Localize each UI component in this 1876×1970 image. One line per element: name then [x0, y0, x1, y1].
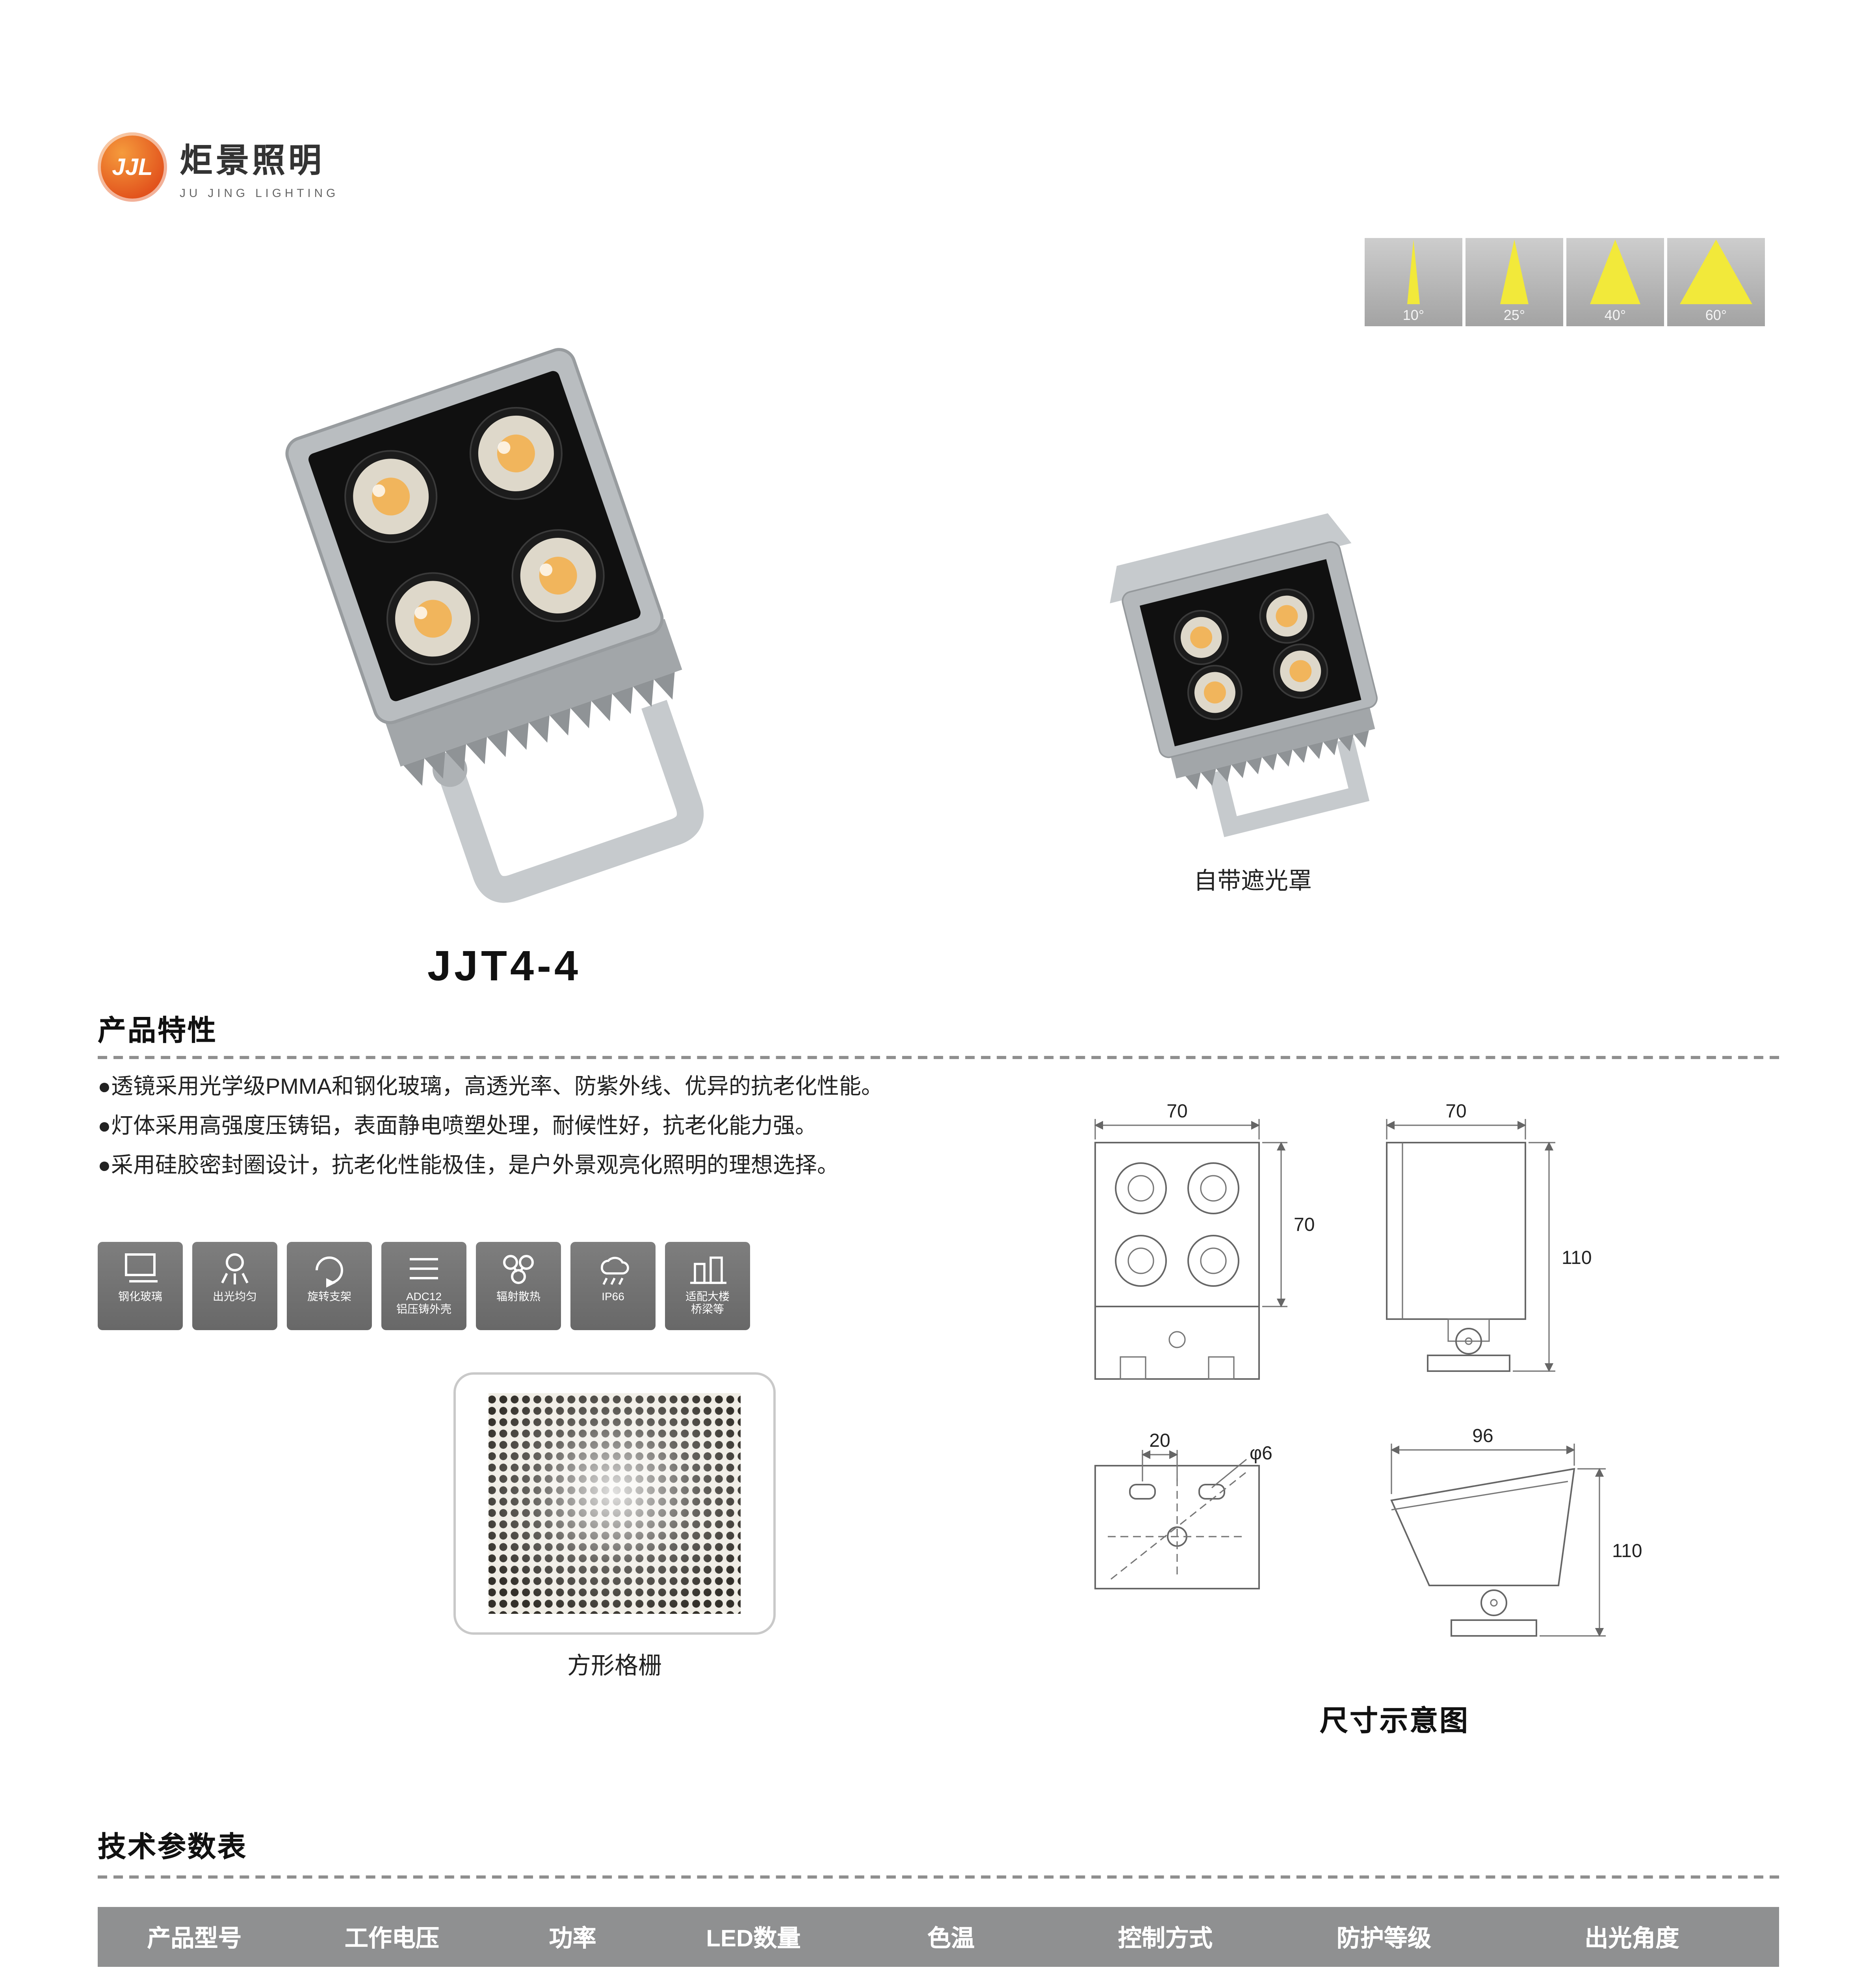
feature-badge-applications: 适配大楼 桥梁等 — [665, 1242, 750, 1330]
dim-plate-pitch: 20 — [1149, 1430, 1170, 1451]
shade-caption: 自带遮光罩 — [1193, 868, 1312, 895]
dim-hood-depth: 96 — [1472, 1425, 1493, 1446]
led-lenses — [1174, 588, 1328, 720]
beam-angle-icon-40deg: 40° — [1566, 238, 1664, 326]
spec-header-cell: LED数量 — [706, 1925, 801, 1952]
spec-header-cell: 产品型号 — [147, 1925, 242, 1952]
feature-badge-label: IP66 — [602, 1292, 624, 1303]
side-view-drawing: 70 110 — [1386, 1101, 1592, 1372]
spec-table-header: 产品型号 工作电压 功率 LED数量 色温 控制方式 防护等级 出光角度 — [98, 1907, 1779, 1967]
feature-bullet: ●透镜采用光学级PMMA和钢化玻璃，高透光率、防紫外线、优异的抗老化性能。 — [98, 1073, 883, 1098]
heat-sink-fins — [403, 672, 675, 786]
beam-angle-icon-60deg: 60° — [1667, 238, 1765, 326]
dim-hood-height: 110 — [1612, 1541, 1642, 1561]
beam-angle-label: 25° — [1503, 307, 1525, 323]
beam-angle-icons: 10° 25° 40° 60° — [1365, 238, 1765, 326]
product-photo-shaded — [1110, 513, 1378, 837]
mounting-bracket — [438, 700, 704, 903]
dimension-drawings: 70 70 70 110 — [1094, 1101, 1642, 1637]
dim-hole-dia: φ6 — [1250, 1443, 1272, 1464]
mounting-plate-drawing: 20 φ6 — [1094, 1430, 1272, 1589]
brand-name-cn: 炬景照明 — [180, 143, 325, 179]
section-title-features: 产品特性 — [98, 1015, 217, 1046]
tempered-glass-icon — [125, 1253, 158, 1282]
feature-badge-label: 旋转支架 — [307, 1292, 351, 1303]
beam-cone-icon — [1680, 240, 1752, 304]
feature-badge-label: 出光均匀 — [213, 1292, 257, 1303]
spec-header-cell: 防护等级 — [1336, 1925, 1431, 1952]
dim-side-depth: 70 — [1445, 1101, 1466, 1122]
spec-header-cell: 控制方式 — [1118, 1925, 1213, 1952]
brand-name-en: JU JING LIGHTING — [180, 185, 339, 199]
brand-logo-icon: JJL — [98, 132, 167, 202]
feature-badge-ip66: IP66 — [570, 1242, 656, 1330]
brand-logo: JJL 炬景照明 JU JING LIGHTING — [98, 132, 339, 202]
adc12-housing-icon — [410, 1258, 438, 1279]
heat-sink-fins — [1185, 730, 1369, 790]
grille-photo — [453, 1372, 776, 1635]
beam-angle-icon-10deg: 10° — [1365, 238, 1462, 326]
feature-badges: 钢化玻璃 出光均匀 旋转支架 ADC12 铝压铸外壳 辐射散热 IP66 适配大… — [98, 1242, 750, 1330]
heat-dissipation-icon — [503, 1255, 534, 1284]
feature-badge-label: 钢化玻璃 — [118, 1292, 162, 1303]
beam-cone-icon — [1407, 240, 1420, 304]
hooded-side-view-drawing: 96 110 — [1390, 1425, 1642, 1637]
feature-badge-tempered-glass: 钢化玻璃 — [98, 1242, 183, 1330]
feature-badge-rotating-bracket: 旋转支架 — [287, 1242, 372, 1330]
feature-bullet: ●采用硅胶密封圈设计，抗老化性能极佳，是户外景观亮化照明的理想选择。 — [98, 1152, 839, 1177]
spec-header-cell: 功率 — [549, 1925, 596, 1952]
spec-table-body: JJT4-3DC24V3W3pcs单色ON-OFFIP6610°/25°/40°… — [98, 1967, 1779, 1970]
dim-front-height: 70 — [1294, 1214, 1315, 1235]
spec-header-cell: 色温 — [927, 1925, 975, 1952]
beam-angle-label: 40° — [1604, 307, 1626, 323]
dim-side-height: 110 — [1562, 1247, 1592, 1268]
beam-angle-icon-25deg: 25° — [1466, 238, 1563, 326]
dashed-divider — [98, 1056, 1779, 1059]
feature-bullet: ●灯体采用高强度压铸铝，表面静电喷塑处理，耐候性好，抗老化能力强。 — [98, 1113, 817, 1138]
feature-bullets: ●透镜采用光学级PMMA和钢化玻璃，高透光率、防紫外线、优异的抗老化性能。 ●灯… — [98, 1073, 1075, 1193]
rotating-bracket-icon — [316, 1256, 343, 1288]
front-view-drawing: 70 70 — [1094, 1101, 1315, 1380]
dashed-divider — [98, 1875, 1779, 1879]
beam-angle-label: 10° — [1402, 307, 1425, 323]
building-bridge-icon — [690, 1256, 726, 1284]
spec-header-cell: 出光角度 — [1584, 1925, 1679, 1952]
beam-cone-icon — [1500, 240, 1529, 304]
feature-badge-label: ADC12 铝压铸外壳 — [396, 1292, 451, 1317]
product-model: JJT4-4 — [427, 942, 581, 990]
dim-front-width: 70 — [1166, 1101, 1187, 1122]
feature-badge-uniform-light: 出光均匀 — [192, 1242, 277, 1330]
beam-cone-icon — [1590, 240, 1640, 304]
shade-hood — [1110, 513, 1352, 604]
dimensions-title: 尺寸示意图 — [1320, 1705, 1469, 1737]
spec-header-cell: 工作电压 — [344, 1925, 439, 1952]
uniform-light-icon — [221, 1253, 249, 1284]
feature-badge-heat-dissipation: 辐射散热 — [476, 1242, 561, 1330]
section-title-specs: 技术参数表 — [98, 1831, 247, 1863]
mounting-bracket — [1208, 737, 1370, 837]
feature-badge-adc12-housing: ADC12 铝压铸外壳 — [381, 1242, 466, 1330]
ip66-icon — [601, 1256, 629, 1285]
spec-table-row: JJT4-3DC24V3W3pcs单色ON-OFFIP6610°/25°/40°… — [98, 1967, 1779, 1970]
product-photo-main — [285, 348, 704, 903]
grille-caption: 方形格栅 — [567, 1653, 662, 1680]
spec-table: 产品型号 工作电压 功率 LED数量 色温 控制方式 防护等级 出光角度 JJT4-3DC24… — [98, 1907, 1779, 1970]
beam-angle-label: 60° — [1705, 307, 1727, 323]
led-lenses — [344, 407, 605, 665]
feature-badge-label: 适配大楼 桥梁等 — [685, 1292, 730, 1317]
feature-badge-label: 辐射散热 — [496, 1292, 541, 1303]
brand-monogram: JJL — [112, 154, 153, 180]
